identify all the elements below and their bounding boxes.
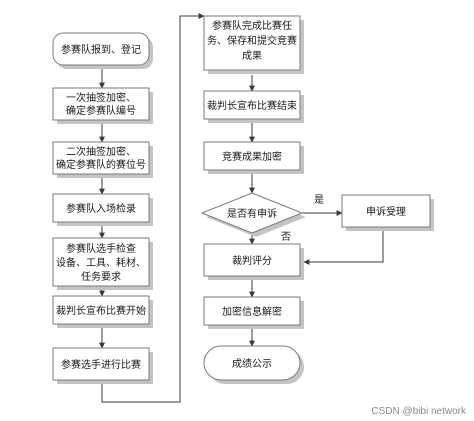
no-label: 否 [281, 231, 291, 243]
step-complete-task: 参赛队完成比赛任 务、保存和提交竞赛 成果 [203, 15, 304, 74]
step-compete: 参赛选手进行比赛 [52, 347, 153, 384]
connector-loop-arrow [101, 13, 205, 403]
step-register-text: 参赛队报到、登记 [61, 43, 141, 56]
step-encrypt-results: 竞赛成果加密 [203, 141, 304, 174]
step-complete-line2: 务、保存和提交竞赛 [207, 34, 297, 47]
step-judge-start-text: 裁判长宣布比赛开始 [56, 304, 146, 317]
step-equipment-line2: 设备、工具、耗材、 [56, 256, 146, 269]
step-encrypt-text: 竞赛成果加密 [222, 150, 282, 163]
step-entry-check-text: 参赛队入场检录 [66, 202, 136, 215]
step-register: 参赛队报到、登记 [52, 32, 153, 69]
step-judge-start: 裁判长宣布比赛开始 [52, 295, 153, 328]
step-judge-end-text: 裁判长宣布比赛结束 [207, 99, 297, 112]
step-publish: 成绩公示 [203, 345, 304, 384]
step-equipment-line3: 任务要求 [81, 270, 121, 283]
step-draw2: 二次抽签加密、 确定参赛队的赛位号 [52, 141, 153, 178]
decision-appeal: 是否有申诉 [200, 192, 306, 237]
step-equipment-check: 参赛队选手检查 设备、工具、耗材、 任务要求 [52, 237, 153, 290]
watermark-text: CSDN @bibi network [371, 406, 467, 417]
step-compete-text: 参赛选手进行比赛 [61, 358, 141, 371]
step-complete-line3: 成果 [242, 50, 262, 62]
step-draw1-line2: 确定参赛队编号 [66, 104, 136, 117]
step-entry-check: 参赛队入场检录 [52, 193, 153, 226]
step-appeal-accept: 申诉受理 [341, 194, 434, 231]
step-draw2-line2: 确定参赛队的赛位号 [56, 158, 146, 171]
yes-label: 是 [314, 194, 324, 206]
step-decrypt-text: 加密信息解密 [222, 305, 282, 318]
step-scoring: 裁判评分 [203, 243, 304, 280]
connectors [99, 13, 384, 403]
step-equipment-line1: 参赛队选手检查 [66, 242, 136, 255]
step-draw2-line1: 二次抽签加密、 [66, 145, 136, 158]
connector-return-arrow [303, 231, 384, 265]
decision-appeal-text: 是否有申诉 [227, 207, 277, 220]
step-judge-end: 裁判长宣布比赛结束 [203, 90, 304, 123]
step-complete-line1: 参赛队完成比赛任 [212, 19, 292, 32]
step-draw1-line1: 一次抽签加密、 [66, 91, 136, 104]
step-scoring-text: 裁判评分 [232, 254, 272, 267]
step-publish-text: 成绩公示 [232, 357, 272, 370]
step-decrypt: 加密信息解密 [203, 296, 304, 329]
step-draw1: 一次抽签加密、 确定参赛队编号 [52, 87, 153, 124]
step-appeal-accept-text: 申诉受理 [366, 205, 406, 218]
